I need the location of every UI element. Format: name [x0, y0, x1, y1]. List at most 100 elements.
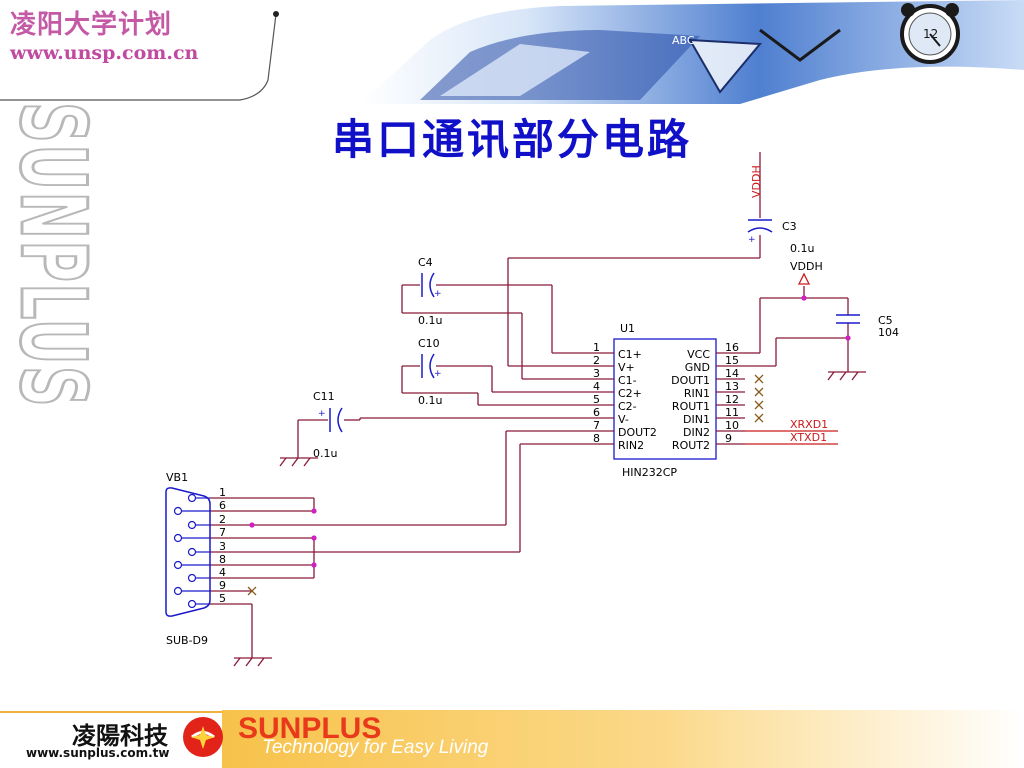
pin-num: 13	[725, 380, 739, 393]
ic-right-pin-names: VCC GND DOUT1 RIN1 ROUT1 DIN1 DIN2 ROUT2	[671, 348, 710, 452]
pin-name: V-	[618, 413, 629, 426]
pin-num: 16	[725, 341, 739, 354]
pin-name: ROUT2	[672, 439, 710, 452]
pin-num: 5	[219, 592, 226, 605]
net-tx-label: XTXD1	[790, 431, 827, 444]
pin-num: 10	[725, 419, 739, 432]
connector-part: SUB-D9	[166, 634, 208, 647]
no-connect-marks	[754, 374, 764, 423]
ground-icon	[827, 371, 866, 381]
pin-num: 9	[219, 579, 226, 592]
footer-decoration	[0, 710, 1024, 768]
pin-name: DOUT1	[671, 374, 710, 387]
pin-num: 1	[219, 486, 226, 499]
pin-name: RIN2	[618, 439, 644, 452]
header-curve-line	[0, 13, 277, 101]
pin-name: DOUT2	[618, 426, 657, 439]
pin-num: 9	[725, 432, 732, 445]
serial-circuit-schematic: U1 HIN232CP 1 2 3 4 5 6 7 8 C1+ V+	[165, 152, 899, 667]
ic-ref: U1	[620, 322, 635, 335]
cap-value: 0.1u	[418, 314, 442, 327]
cap-ref: C5	[878, 314, 893, 327]
connector-body	[165, 487, 211, 617]
net-rx-label: XRXD1	[790, 418, 828, 431]
pin-num: 3	[219, 540, 226, 553]
ground-symbols	[233, 371, 866, 667]
ground-icon	[279, 457, 318, 467]
pin-name: DIN1	[683, 413, 710, 426]
wiring	[210, 152, 849, 658]
clock-icon: 12	[900, 3, 960, 64]
ground-icon	[233, 657, 272, 667]
sunplus-logo-icon	[183, 717, 223, 757]
pin-num: 2	[593, 354, 600, 367]
polarity-plus: +	[434, 369, 442, 379]
pin-num: 7	[593, 419, 600, 432]
polarity-plus: +	[748, 235, 756, 245]
ic-left-pin-lines	[588, 352, 614, 445]
ic-body	[613, 338, 717, 460]
pin-name: C2-	[618, 400, 637, 413]
cap-value: 104	[878, 326, 899, 339]
pin-num: 3	[593, 367, 600, 380]
db9-connector-vb1: 1 6 2 7 3 8 4 9 5 VB1 SUB-D9	[165, 471, 257, 647]
ic-u1: U1 HIN232CP 1 2 3 4 5 6 7 8 C1+ V+	[588, 322, 764, 479]
connector-pin-numbers: 1 6 2 7 3 8 4 9 5	[219, 486, 226, 605]
footer-tagline: Technology for Easy Living	[262, 737, 489, 758]
pin-name: C1+	[618, 348, 642, 361]
capacitor-c4: + C4 0.1u	[418, 256, 442, 327]
pin-num: 1	[593, 341, 600, 354]
pin-num: 8	[219, 553, 226, 566]
brand-url: www.unsp.com.cn	[10, 42, 199, 64]
pin-num: 12	[725, 393, 739, 406]
pin-num: 11	[725, 406, 739, 419]
pin-name: C1-	[618, 374, 637, 387]
pin-num: 5	[593, 393, 600, 406]
footer-band	[222, 710, 1024, 768]
ic-part: HIN232CP	[622, 466, 677, 479]
vertical-brand-label: SUNPLUS	[8, 102, 100, 408]
cap-value: 0.1u	[313, 447, 337, 460]
header-decoration: ABC 12	[0, 0, 1024, 104]
capacitor-c11: + C11 0.1u	[313, 390, 343, 460]
ic-right-pin-lines	[716, 352, 745, 445]
pin-num: 8	[593, 432, 600, 445]
pin-name: ROUT1	[672, 400, 710, 413]
vddh-power-symbol: VDDH	[790, 260, 823, 285]
cap-value: 0.1u	[418, 394, 442, 407]
pin-name: DIN2	[683, 426, 710, 439]
capacitor-c5: C5 104	[836, 314, 899, 339]
footer-company-cn: 凌陽科技	[72, 721, 168, 750]
pin-num: 4	[219, 566, 226, 579]
pin-name: C2+	[618, 387, 642, 400]
pin-name: GND	[685, 361, 710, 374]
pin-num: 6	[593, 406, 600, 419]
pin-name: VCC	[687, 348, 710, 361]
capacitor-c10: + C10 0.1u	[418, 337, 442, 407]
cap-value: 0.1u	[790, 242, 814, 255]
vertical-brand-text: SUNPLUS	[8, 101, 100, 410]
cap-ref: C4	[418, 256, 433, 269]
pin-num: 6	[219, 499, 226, 512]
slide-title: 串口通讯部分电路	[331, 115, 692, 164]
vddh-label: VDDH	[790, 260, 823, 273]
junction-dots	[249, 295, 851, 568]
pin-num: 4	[593, 380, 600, 393]
capacitor-c3: + C3 0.1u	[747, 219, 814, 255]
cap-ref: C10	[418, 337, 440, 350]
pin-num: 2	[219, 513, 226, 526]
pin-num: 14	[725, 367, 739, 380]
footer-brand: SUNPLUS	[238, 712, 382, 745]
polarity-plus: +	[318, 409, 326, 419]
pin-num: 15	[725, 354, 739, 367]
polarity-plus: +	[434, 289, 442, 299]
ic-right-pin-numbers: 16 15 14 13 12 11 10 9	[725, 341, 739, 445]
banner-text: ABC	[672, 34, 695, 47]
ic-left-pin-names: C1+ V+ C1- C2+ C2- V- DOUT2 RIN2	[618, 348, 657, 452]
footer-website: www.sunplus.com.tw	[26, 746, 170, 760]
no-connect-mark	[247, 586, 257, 596]
brand-title: 凌阳大学计划	[10, 10, 173, 40]
pin-name: V+	[618, 361, 635, 374]
cap-ref: C3	[782, 220, 797, 233]
connector-ref: VB1	[166, 471, 188, 484]
